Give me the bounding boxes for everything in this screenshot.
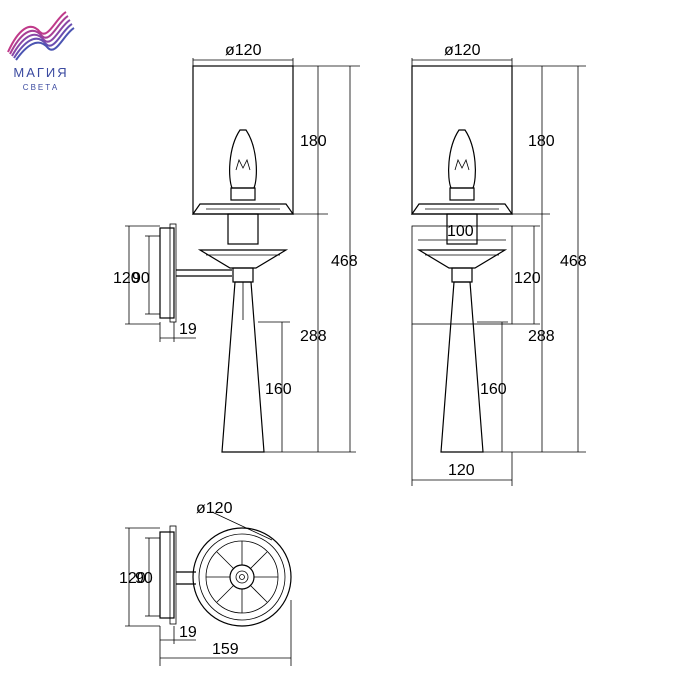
bulb-socket xyxy=(230,187,256,201)
bulb-filament xyxy=(235,158,251,171)
top-plate-height-label-b: 90 xyxy=(135,570,153,587)
top-depth-label: 19 xyxy=(179,624,197,641)
bulb xyxy=(229,129,257,189)
cone-height-label: 160 xyxy=(265,381,292,398)
neck xyxy=(227,213,259,245)
cone-body-right xyxy=(440,281,484,453)
lamp-shade-right xyxy=(411,65,513,215)
shade-gallery xyxy=(191,203,295,215)
top-view: ø120 120 90 19 159 xyxy=(119,500,292,666)
side-view: 120 90 19 xyxy=(113,223,232,342)
total-height-label-right: 468 xyxy=(560,253,587,270)
lamp-shade xyxy=(192,65,294,215)
brand-logo: МАГИЯ СВЕТА xyxy=(7,11,75,92)
backplate-outline xyxy=(411,225,513,325)
body-height-label: 288 xyxy=(300,328,327,345)
top-wall-plate xyxy=(159,531,175,619)
lower-height-label: 120 xyxy=(514,270,541,287)
shade-diameter-label-right: ø120 xyxy=(444,42,481,59)
projection-label: 159 xyxy=(212,641,239,658)
front-view-right: ø120 180 468 288 100 120 160 120 xyxy=(410,42,587,486)
shade-gallery-right xyxy=(410,203,514,215)
brand-name: МАГИЯ xyxy=(13,65,68,80)
front-view-left: ø120 180 468 288 160 xyxy=(176,42,360,453)
cup xyxy=(197,249,289,269)
shade-height-label: 180 xyxy=(300,133,327,150)
bottom-width-label: 120 xyxy=(448,462,475,479)
top-plate-height-label-a: 120 xyxy=(119,570,146,587)
bracket-height-label: 120 xyxy=(113,270,140,287)
gallery-spokes xyxy=(206,541,278,613)
wave-logo-icon xyxy=(7,11,75,61)
top-diameter-label: ø120 xyxy=(196,500,233,517)
socket-circle xyxy=(229,564,255,590)
plate-height-label: 90 xyxy=(132,270,150,287)
bulb-right xyxy=(448,129,476,189)
wall-plate-back xyxy=(169,223,177,323)
brand-tagline: СВЕТА xyxy=(23,83,59,92)
body-height-label-right: 288 xyxy=(528,328,555,345)
shade-outer-circle xyxy=(192,527,292,627)
cone-height-label-right: 160 xyxy=(480,381,507,398)
top-diameter-leader xyxy=(211,511,273,541)
shade-height-label-right: 180 xyxy=(528,133,555,150)
cup-width-label: 100 xyxy=(447,223,474,240)
side-depth-label: 19 xyxy=(179,321,197,338)
cup-right xyxy=(416,249,508,269)
wall-plate xyxy=(159,227,175,319)
total-height-label: 468 xyxy=(331,253,358,270)
shade-diameter-label: ø120 xyxy=(225,42,262,59)
shade-inner-circle xyxy=(198,533,286,621)
